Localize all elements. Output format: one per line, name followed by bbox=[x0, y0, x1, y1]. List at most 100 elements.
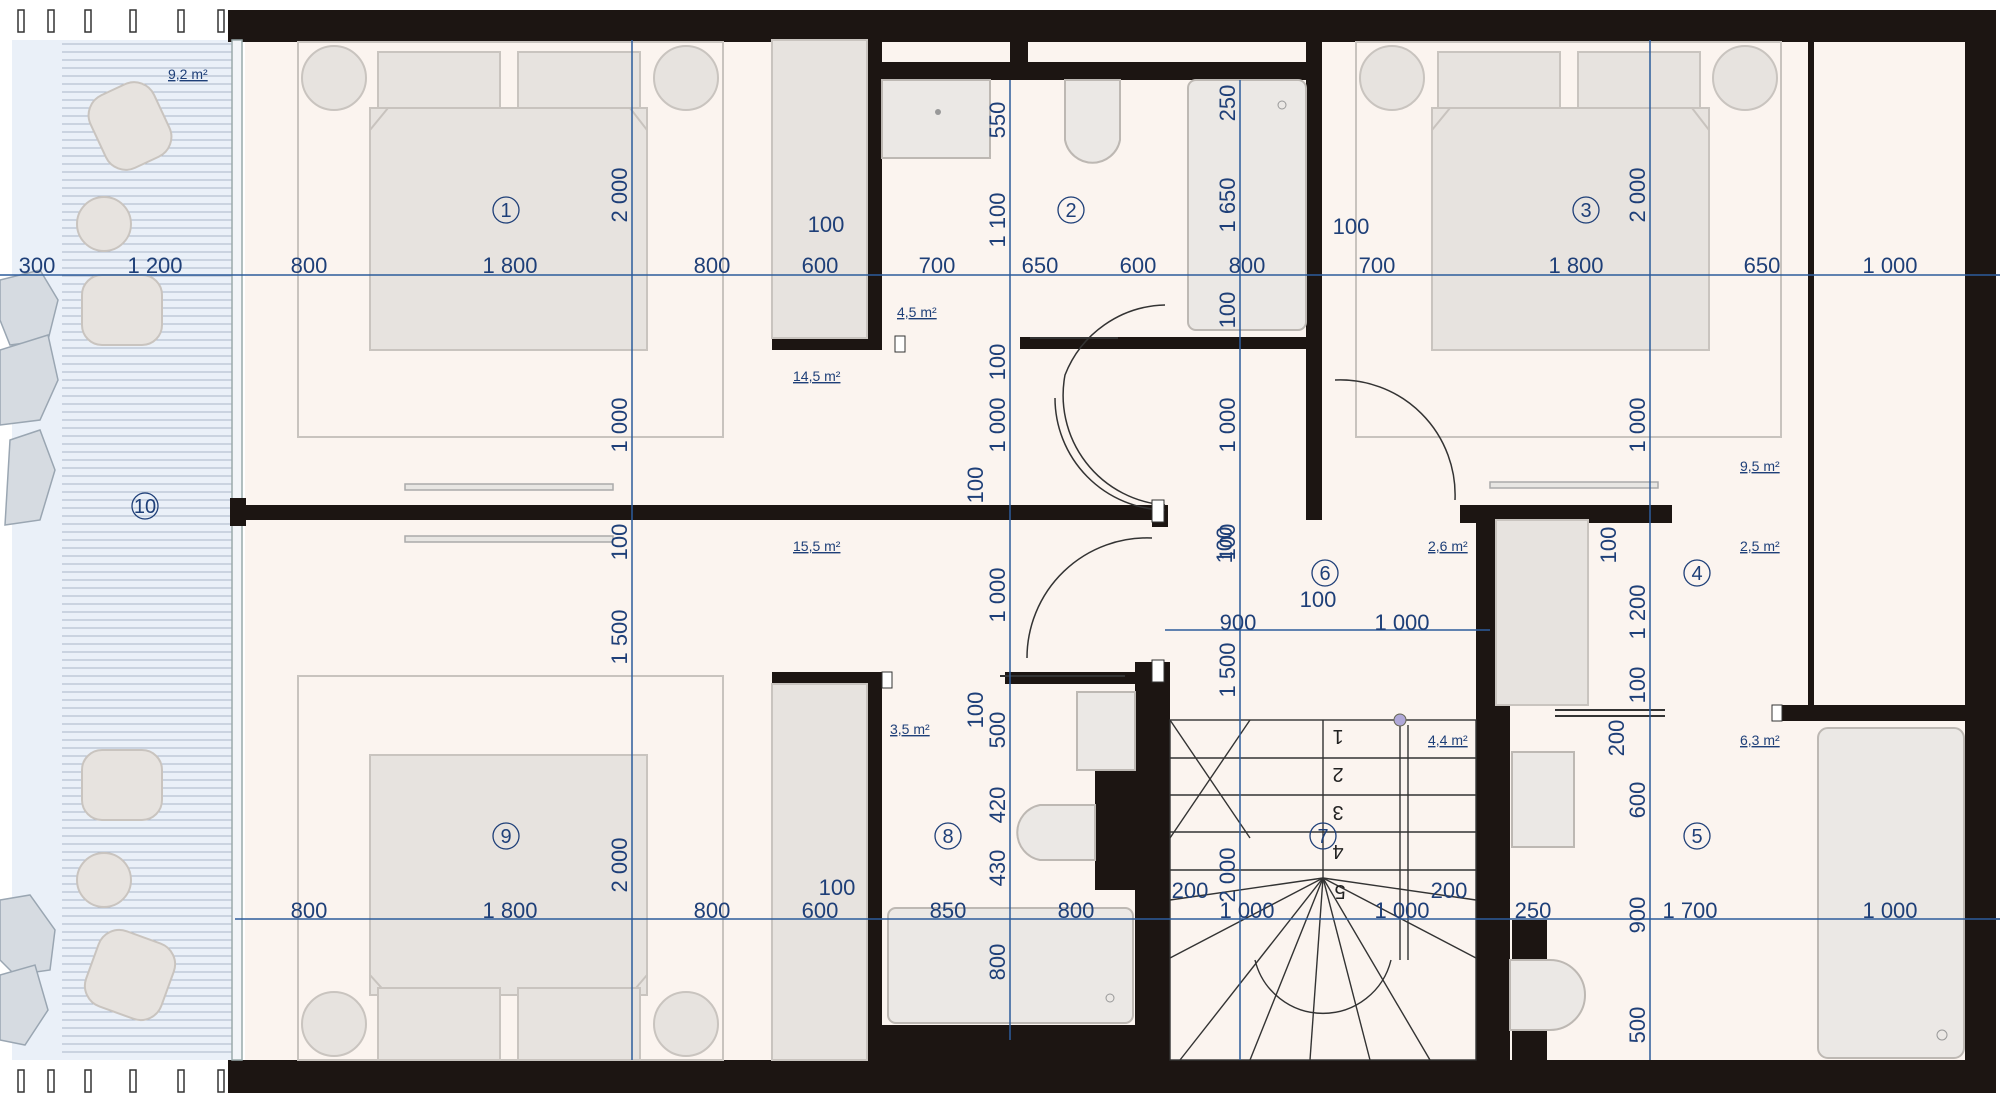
room-area-4: 2,5 m² bbox=[1740, 538, 1780, 554]
dims-vertical-mid: 550 1 100 100 1 000 100 1 000 100 500 42… bbox=[963, 102, 1010, 981]
svg-text:1 000: 1 000 bbox=[1219, 898, 1274, 923]
svg-text:2 000: 2 000 bbox=[1215, 847, 1240, 902]
room-area-6: 2,6 m² bbox=[1428, 538, 1468, 554]
wardrobe-9 bbox=[771, 683, 868, 1061]
svg-text:800: 800 bbox=[1229, 253, 1266, 278]
svg-text:100: 100 bbox=[1215, 524, 1240, 561]
svg-text:2: 2 bbox=[1332, 763, 1343, 785]
svg-text:700: 700 bbox=[1359, 253, 1396, 278]
svg-text:1 000: 1 000 bbox=[1862, 253, 1917, 278]
svg-text:800: 800 bbox=[985, 944, 1010, 981]
room-number-7: 7 bbox=[1317, 826, 1328, 848]
room-number-8: 8 bbox=[942, 826, 953, 848]
svg-text:100: 100 bbox=[963, 692, 988, 729]
svg-text:800: 800 bbox=[694, 253, 731, 278]
svg-text:100: 100 bbox=[808, 212, 845, 237]
bathroom-2-fixtures bbox=[881, 79, 1307, 331]
svg-text:100: 100 bbox=[1625, 667, 1650, 704]
svg-text:600: 600 bbox=[1625, 782, 1650, 819]
svg-text:100: 100 bbox=[985, 344, 1010, 381]
room-number-6: 6 bbox=[1319, 563, 1330, 585]
svg-text:1 800: 1 800 bbox=[1548, 253, 1603, 278]
dims-top: 300 1 200 800 1 800 800 600 700 650 600 … bbox=[19, 253, 1918, 278]
bed-room-9 bbox=[297, 675, 724, 1061]
svg-text:250: 250 bbox=[1515, 898, 1552, 923]
svg-text:850: 850 bbox=[930, 898, 967, 923]
svg-text:600: 600 bbox=[802, 253, 839, 278]
svg-text:5: 5 bbox=[1334, 880, 1345, 902]
svg-text:1 700: 1 700 bbox=[1662, 898, 1717, 923]
svg-text:800: 800 bbox=[1058, 898, 1095, 923]
room-area-8: 3,5 m² bbox=[890, 721, 930, 737]
wall-bottom bbox=[228, 1060, 1996, 1093]
wall-top bbox=[228, 10, 1996, 42]
dims-vertical-left: 2 000 1 000 100 1 500 2 000 bbox=[607, 167, 632, 892]
svg-text:420: 420 bbox=[985, 787, 1010, 824]
svg-text:100: 100 bbox=[963, 467, 988, 504]
room-area-5: 6,3 m² bbox=[1740, 732, 1780, 748]
tv-units bbox=[404, 481, 1659, 543]
room-number-5: 5 bbox=[1691, 826, 1702, 848]
svg-text:100: 100 bbox=[1215, 292, 1240, 329]
bathroom-5-fixtures bbox=[1509, 727, 1965, 1059]
room-labels: 1 2 3 4 5 6 7 8 9 10 bbox=[131, 196, 1711, 850]
svg-text:1 000: 1 000 bbox=[1374, 898, 1429, 923]
svg-text:250: 250 bbox=[1215, 85, 1240, 122]
svg-text:600: 600 bbox=[802, 898, 839, 923]
room-area-9: 15,5 m² bbox=[793, 538, 841, 554]
wall-left-post bbox=[230, 498, 246, 526]
room-number-9: 9 bbox=[500, 826, 511, 848]
svg-text:1 200: 1 200 bbox=[1625, 584, 1650, 639]
dims-bottom: 800 1 800 800 600 850 800 200 1 000 1 00… bbox=[291, 878, 1918, 923]
svg-text:1: 1 bbox=[1332, 725, 1343, 747]
svg-text:550: 550 bbox=[985, 102, 1010, 139]
room-area-1: 14,5 m² bbox=[793, 368, 841, 384]
svg-text:200: 200 bbox=[1604, 720, 1629, 757]
svg-text:1 800: 1 800 bbox=[482, 898, 537, 923]
svg-text:800: 800 bbox=[291, 898, 328, 923]
wardrobe-4 bbox=[1495, 519, 1589, 706]
svg-text:1 650: 1 650 bbox=[1215, 177, 1240, 232]
room-area-3: 9,5 m² bbox=[1740, 458, 1780, 474]
room-number-1: 1 bbox=[500, 200, 511, 222]
svg-text:1 000: 1 000 bbox=[1625, 397, 1650, 452]
svg-text:100: 100 bbox=[1300, 587, 1337, 612]
svg-text:700: 700 bbox=[919, 253, 956, 278]
svg-text:2 000: 2 000 bbox=[607, 167, 632, 222]
room-number-3: 3 bbox=[1580, 200, 1591, 222]
wall-right bbox=[1965, 10, 1996, 1093]
svg-text:600: 600 bbox=[1120, 253, 1157, 278]
svg-text:900: 900 bbox=[1220, 610, 1257, 635]
svg-text:500: 500 bbox=[1625, 1007, 1650, 1044]
svg-text:1 000: 1 000 bbox=[1215, 397, 1240, 452]
svg-text:500: 500 bbox=[985, 712, 1010, 749]
svg-text:200: 200 bbox=[1431, 878, 1468, 903]
svg-text:900: 900 bbox=[1625, 897, 1650, 934]
svg-text:200: 200 bbox=[1172, 878, 1209, 903]
stair-numbers: 1 2 3 4 5 bbox=[1332, 725, 1345, 902]
room-area-7: 4,4 m² bbox=[1428, 732, 1468, 748]
svg-text:1 800: 1 800 bbox=[482, 253, 537, 278]
svg-text:100: 100 bbox=[607, 524, 632, 561]
terrace-furniture bbox=[0, 81, 177, 1046]
room-areas: 14,5 m² 4,5 m² 9,5 m² 2,5 m² 6,3 m² 2,6 … bbox=[168, 66, 1780, 748]
dims-vertical-right: 2 000 1 000 100 1 200 100 200 600 900 50… bbox=[1596, 167, 1650, 1043]
bed-room-3 bbox=[1355, 41, 1782, 438]
svg-text:1 000: 1 000 bbox=[1862, 898, 1917, 923]
dims-misc: 100 100 100 900 100 1 000 100 bbox=[808, 212, 1430, 900]
svg-text:800: 800 bbox=[291, 253, 328, 278]
svg-text:800: 800 bbox=[694, 898, 731, 923]
room-number-10: 10 bbox=[134, 496, 156, 518]
svg-text:430: 430 bbox=[985, 850, 1010, 887]
svg-text:100: 100 bbox=[1333, 214, 1370, 239]
svg-text:300: 300 bbox=[19, 253, 56, 278]
svg-text:1 000: 1 000 bbox=[985, 397, 1010, 452]
svg-text:100: 100 bbox=[1212, 527, 1237, 564]
staircase bbox=[1169, 713, 1477, 1061]
terrace-posts bbox=[17, 9, 225, 1093]
room-area-2: 4,5 m² bbox=[897, 304, 937, 320]
dims-vertical-center: 250 1 650 100 1 000 100 1 500 2 000 bbox=[1215, 85, 1240, 903]
svg-text:100: 100 bbox=[819, 875, 856, 900]
svg-text:100: 100 bbox=[1596, 527, 1621, 564]
